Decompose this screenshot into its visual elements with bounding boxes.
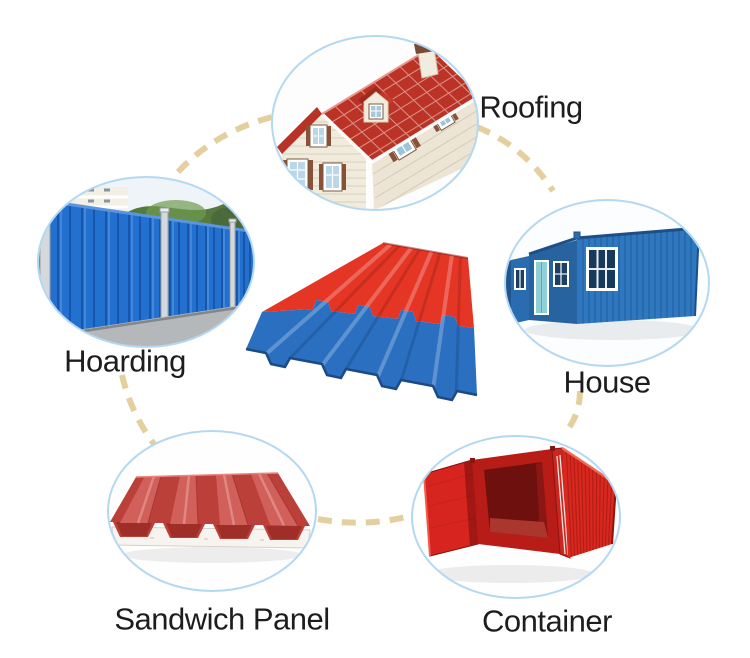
hoarding-photo: [37, 176, 255, 348]
roofing-photo: [271, 35, 479, 211]
container-label: Container: [482, 603, 612, 639]
gable-window-right: [319, 162, 346, 192]
node-roofing: [270, 34, 480, 212]
hoarding-circle-border: [37, 176, 255, 348]
house-label: House: [563, 364, 651, 400]
side-face: [529, 240, 577, 324]
node-container: [410, 434, 622, 600]
panel-top-surface: [110, 472, 310, 540]
hoarding-label: Hoarding: [64, 343, 186, 379]
sheet-red-part: [262, 243, 474, 328]
open-door: [423, 459, 479, 557]
house-shadow: [525, 320, 701, 340]
roofing-circle-border: [271, 35, 479, 211]
sandwich-circle-border: [107, 430, 317, 592]
node-sandwich-panel: [106, 429, 318, 593]
node-hoarding: [36, 175, 256, 349]
house-circle-border: [504, 199, 710, 367]
container-circle-border: [411, 435, 621, 599]
sandwich-panel-label: Sandwich Panel: [114, 601, 330, 637]
sheet-underside-edge: [245, 347, 478, 402]
gable-roof-edge: [277, 107, 322, 154]
container-floor: [490, 518, 548, 538]
roofing-label: Roofing: [479, 89, 583, 125]
container-opening: [472, 449, 560, 554]
hoarding-fence: [45, 199, 254, 337]
gable-window-upper: [306, 124, 331, 148]
sandwich-panel-photo: [107, 430, 317, 592]
house-red-roof: [277, 47, 478, 165]
gable-window-left: [282, 158, 313, 192]
closed-door: [551, 447, 571, 559]
connector-arc-hoarding-roofing: [175, 114, 273, 175]
house-photo: [504, 199, 710, 367]
sheet-blue-part: [246, 300, 477, 400]
container-photo: [411, 435, 621, 599]
front-face: [577, 228, 699, 324]
left-module: [505, 256, 529, 326]
panel-shadow: [122, 547, 302, 563]
container-side: [561, 446, 617, 558]
dormer: [358, 86, 394, 123]
corrugated-sheet-image: [245, 242, 478, 402]
node-house: [503, 198, 711, 368]
connector-arc-container-sandwich: [317, 512, 415, 526]
container-shadow: [426, 565, 594, 583]
connector-arc-roofing-house: [475, 124, 556, 193]
